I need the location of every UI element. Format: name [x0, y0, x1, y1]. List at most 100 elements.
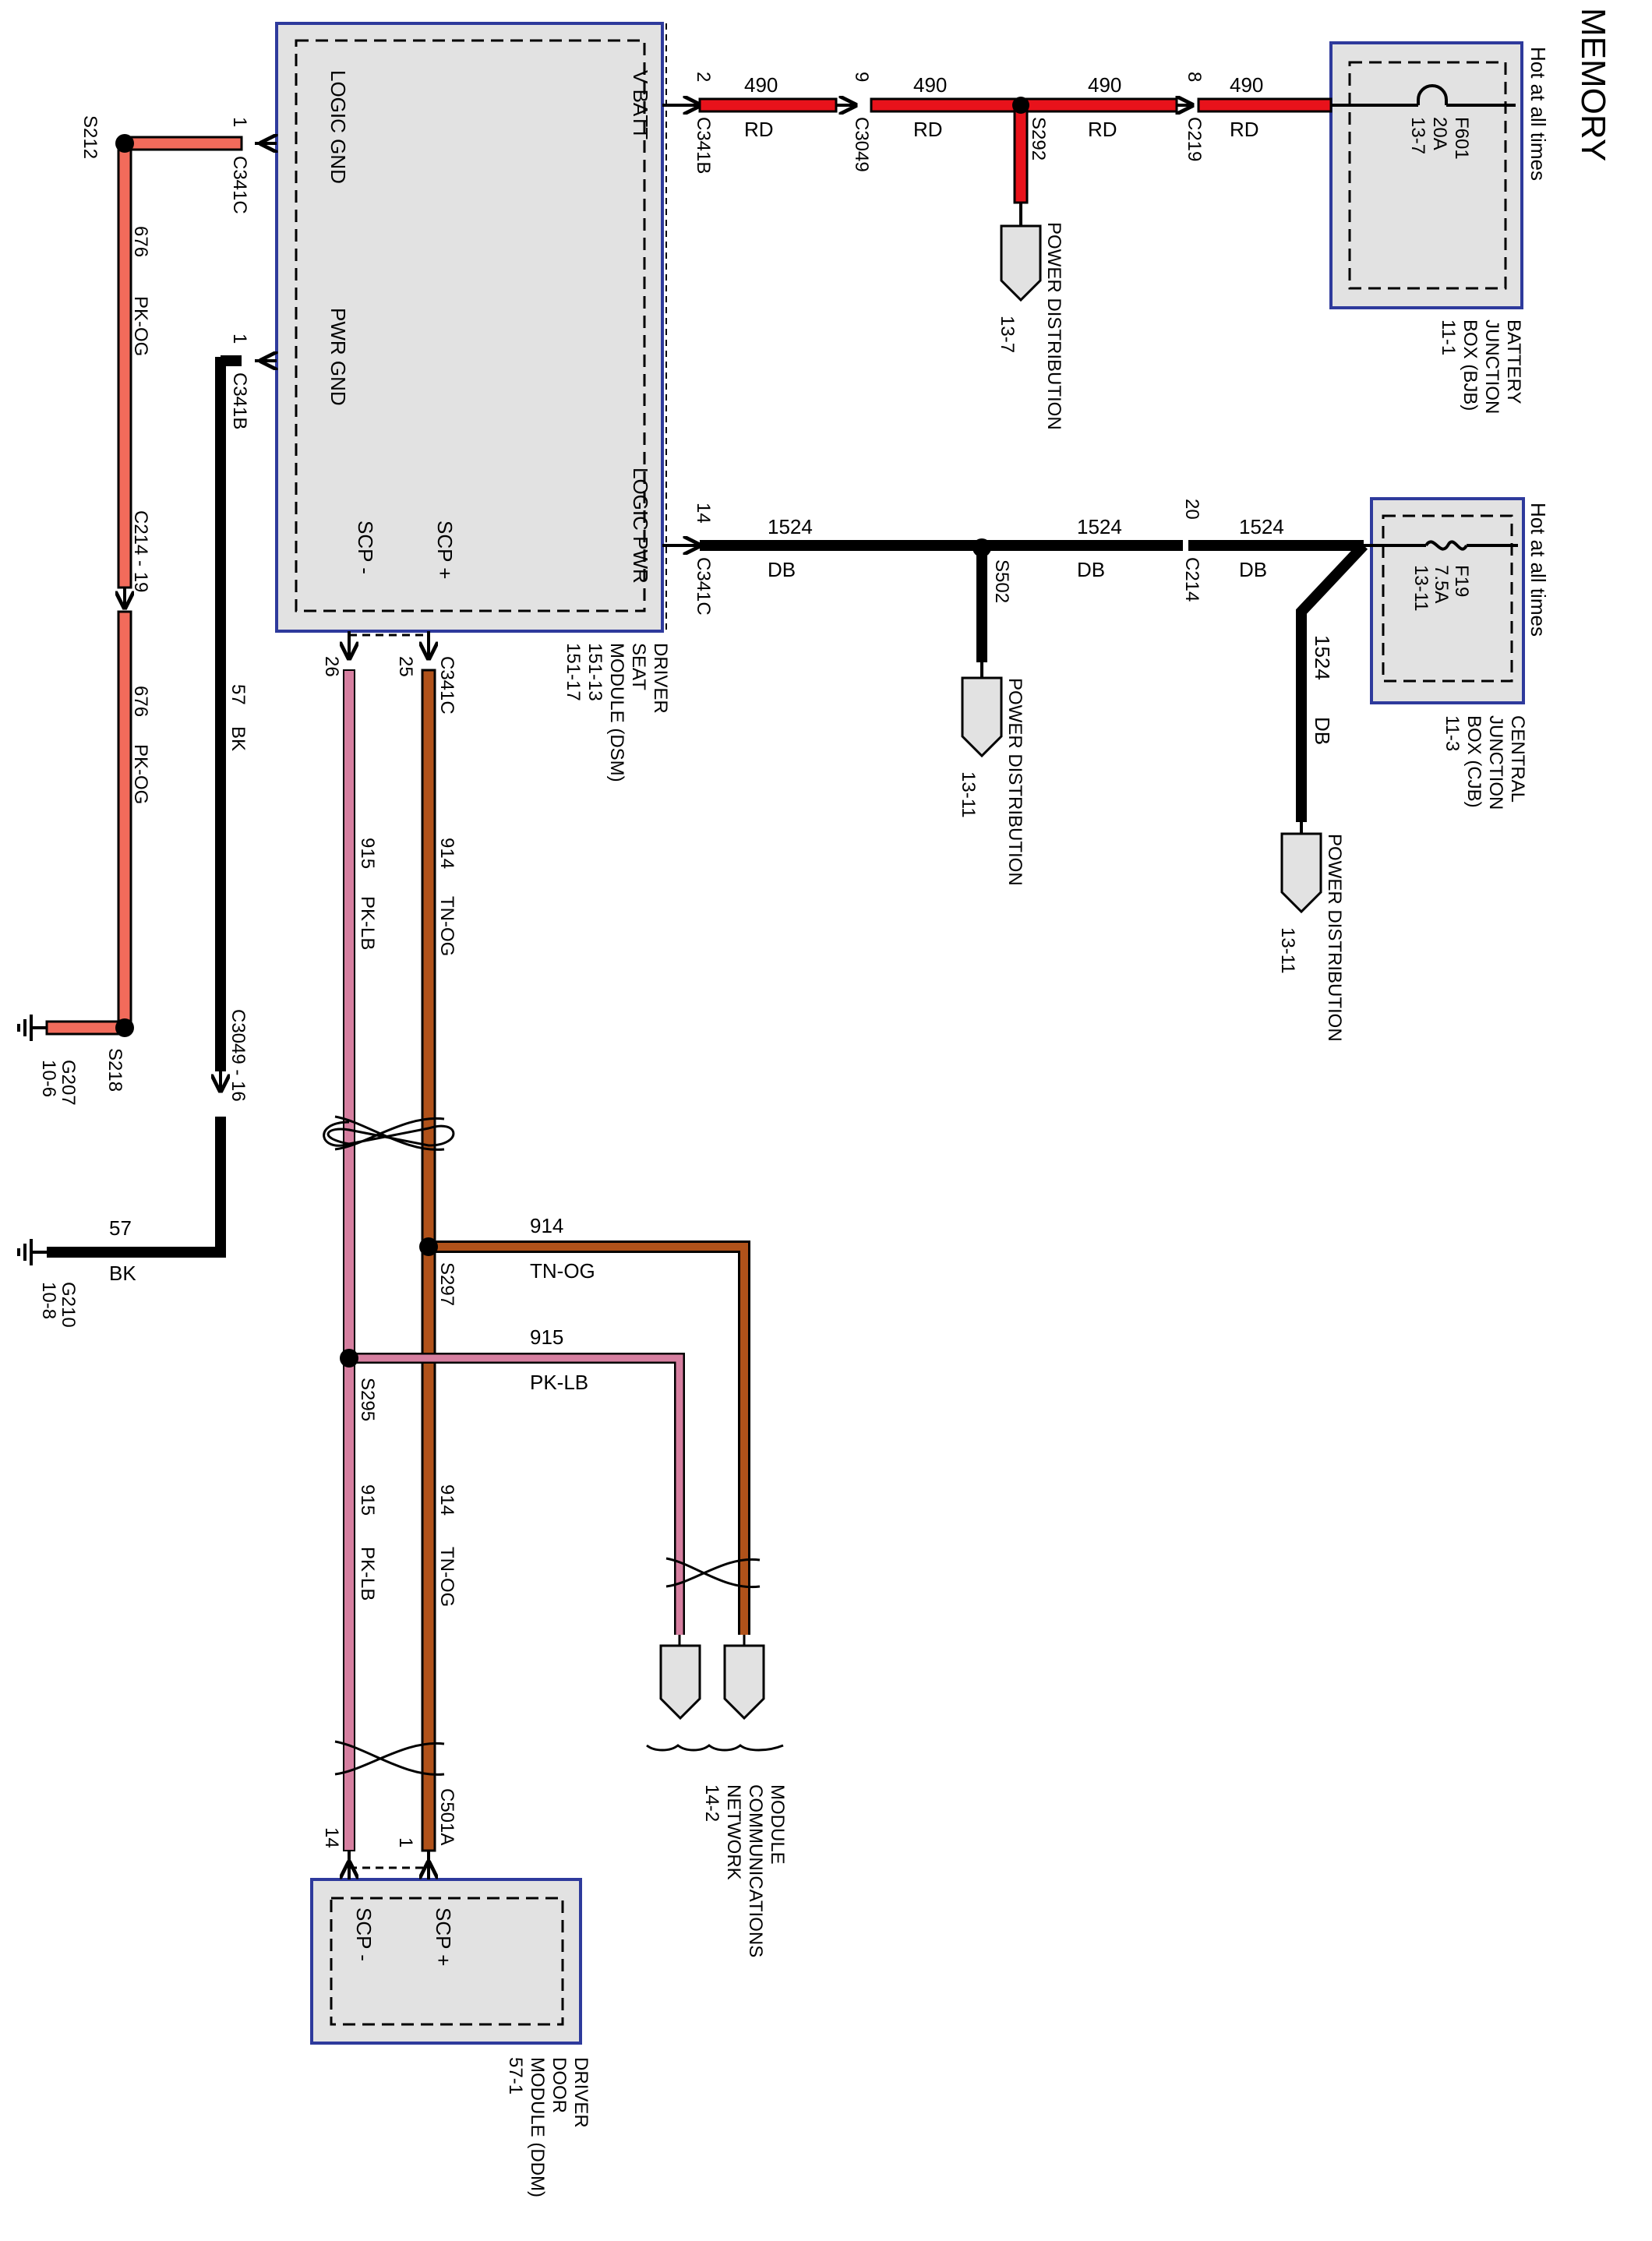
c341c-scp-name: C341C — [436, 656, 457, 715]
c341b-vbatt-pin: 2 — [693, 72, 714, 82]
cjb-fuse-ref: 13-11 — [1410, 565, 1431, 612]
cjb-fuse-rating: 7.5A — [1431, 565, 1452, 603]
c341b-pwrgnd-name: C341B — [229, 372, 250, 429]
bjb-fuse-ref: 13-7 — [1407, 117, 1428, 154]
dsm-name-3: MODULE (DSM) — [606, 643, 627, 782]
wire-490-circuit-1: 490 — [744, 73, 778, 97]
c219-name: C219 — [1184, 117, 1205, 161]
c3049-rd-pin: 9 — [851, 72, 872, 82]
driver-seat-module — [275, 22, 667, 637]
wire-914-color-1: TN-OG — [436, 896, 457, 956]
wire-490-rd — [662, 84, 1516, 226]
c3049-16-label: C3049 - 16 — [228, 1009, 249, 1102]
dsm-pin-logic-gnd: LOGIC GND — [327, 70, 350, 184]
ground-g210-icon — [17, 1239, 33, 1265]
cjb-name-2: JUNCTION — [1485, 715, 1506, 810]
dsm-ref-1: 151-13 — [584, 643, 605, 701]
wire-1524-color-1: DB — [768, 558, 796, 581]
page-title: MEMORY — [1574, 8, 1612, 161]
twisted-pair-symbols — [323, 1115, 761, 1776]
ddm-pin-scp-plus: SCP + — [432, 1907, 455, 1966]
c3049-rd-name: C3049 — [851, 117, 872, 172]
dsm-pin-scp-plus: SCP + — [433, 521, 457, 579]
dsm-ref-2: 151-17 — [563, 643, 584, 701]
c501a-name: C501A — [436, 1788, 457, 1845]
wire-914-circuit-3: 914 — [436, 1484, 457, 1516]
cjb-fuse-name: F19 — [1451, 565, 1472, 597]
wire-1524-color-4: DB — [1311, 717, 1334, 745]
ddm-ref: 57-1 — [505, 2057, 526, 2095]
wire-676-color-1: PK-OG — [130, 296, 151, 356]
c501a-pin-minus: 14 — [321, 1827, 342, 1848]
mcn-line-3: NETWORK — [723, 1784, 744, 1880]
c214-19-label: C214 - 19 — [130, 510, 151, 592]
c501a-pin-plus: 1 — [395, 1837, 416, 1848]
c341c-logicpwr-pin: 14 — [693, 503, 714, 524]
c341c-logicpwr-name: C341C — [693, 557, 714, 616]
wire-676-color-2: PK-OG — [130, 744, 151, 804]
pd-cjb-ref: 13-11 — [1277, 927, 1298, 974]
wire-490-circuit-4: 490 — [1230, 73, 1263, 97]
wire-57-color-2: BK — [109, 1262, 136, 1285]
wire-1524-color-3: DB — [1239, 558, 1267, 581]
wire-1524-color-2: DB — [1077, 558, 1105, 581]
ddm-name-1: DRIVER — [570, 2057, 591, 2128]
mcn-ref: 14-2 — [701, 1784, 722, 1822]
c341b-pwrgnd-pin: 1 — [229, 334, 250, 344]
pd-s292-label: POWER DISTRIBUTION — [1043, 222, 1064, 430]
wire-915-circuit-1: 915 — [357, 838, 378, 869]
dsm-pin-pwr-gnd: PWR GND — [327, 308, 350, 406]
dsm-name-2: SEAT — [628, 643, 649, 690]
cjb-name-3: BOX (CJB) — [1463, 715, 1484, 808]
c341c-logicgnd-pin: 1 — [229, 117, 250, 127]
wire-914-circuit-1: 914 — [436, 838, 457, 869]
ground-g210-name: G210 — [58, 1282, 79, 1328]
c214-db-name: C214 — [1181, 557, 1202, 602]
wire-490-color-1: RD — [744, 118, 774, 141]
wire-57-circuit-1: 57 — [228, 684, 249, 705]
wire-1524-circuit-1: 1524 — [768, 515, 813, 538]
wire-1524-db — [662, 538, 1518, 834]
c341c-scp-pin-minus: 26 — [321, 656, 342, 677]
bjb-name-3: BOX (BJB) — [1460, 319, 1481, 411]
wire-1524-circuit-4: 1524 — [1311, 635, 1334, 680]
wire-490-circuit-2: 490 — [913, 73, 947, 97]
connector-arrows — [261, 143, 429, 1879]
c214-db-pin: 20 — [1181, 499, 1202, 520]
wire-915-color-1: PK-LB — [357, 896, 378, 950]
wire-57-color-1: BK — [228, 726, 249, 751]
wire-915-color-2: PK-LB — [530, 1371, 588, 1394]
wire-490-color-3: RD — [1088, 118, 1117, 141]
wire-915-circuit-3: 915 — [357, 1484, 378, 1516]
central-junction-box — [1370, 497, 1525, 704]
bjb-name-1: BATTERY — [1503, 319, 1524, 404]
wire-676-pk-og — [31, 134, 277, 1037]
pd-s292-ref: 13-7 — [997, 316, 1018, 353]
wire-490-color-4: RD — [1230, 118, 1259, 141]
dsm-name-1: DRIVER — [650, 643, 671, 714]
wire-914-color-3: TN-OG — [436, 1547, 457, 1607]
wire-676-circuit-1: 676 — [130, 226, 151, 257]
ddm-pin-scp-minus: SCP - — [352, 1907, 376, 1961]
wire-57-bk — [31, 355, 277, 1258]
c341b-vbatt-name: C341B — [693, 117, 714, 174]
wire-915-pk-lb — [340, 631, 685, 1874]
bjb-name-ref: 11-1 — [1438, 319, 1459, 355]
dsm-pin-logic-pwr: LOGIC PWR — [629, 468, 652, 584]
mcn-line-2: COMMUNICATIONS — [745, 1784, 766, 1957]
pd-s502-label: POWER DISTRIBUTION — [1004, 678, 1025, 886]
splice-s218: S218 — [104, 1048, 125, 1092]
splice-s502: S502 — [991, 559, 1012, 603]
dsm-pin-scp-minus: SCP - — [354, 521, 377, 574]
wire-490-circuit-3: 490 — [1088, 73, 1121, 97]
wire-490-color-2: RD — [913, 118, 943, 141]
bjb-hot-label: Hot at all times — [1527, 47, 1550, 181]
wire-914-circuit-2: 914 — [530, 1214, 563, 1237]
bjb-fuse-name: F601 — [1451, 117, 1472, 160]
c341c-logicgnd-name: C341C — [229, 156, 250, 214]
pd-s502-ref: 13-11 — [958, 771, 979, 818]
wire-915-color-3: PK-LB — [357, 1547, 378, 1600]
splice-s212: S212 — [79, 115, 101, 159]
splice-s295: S295 — [357, 1378, 378, 1421]
